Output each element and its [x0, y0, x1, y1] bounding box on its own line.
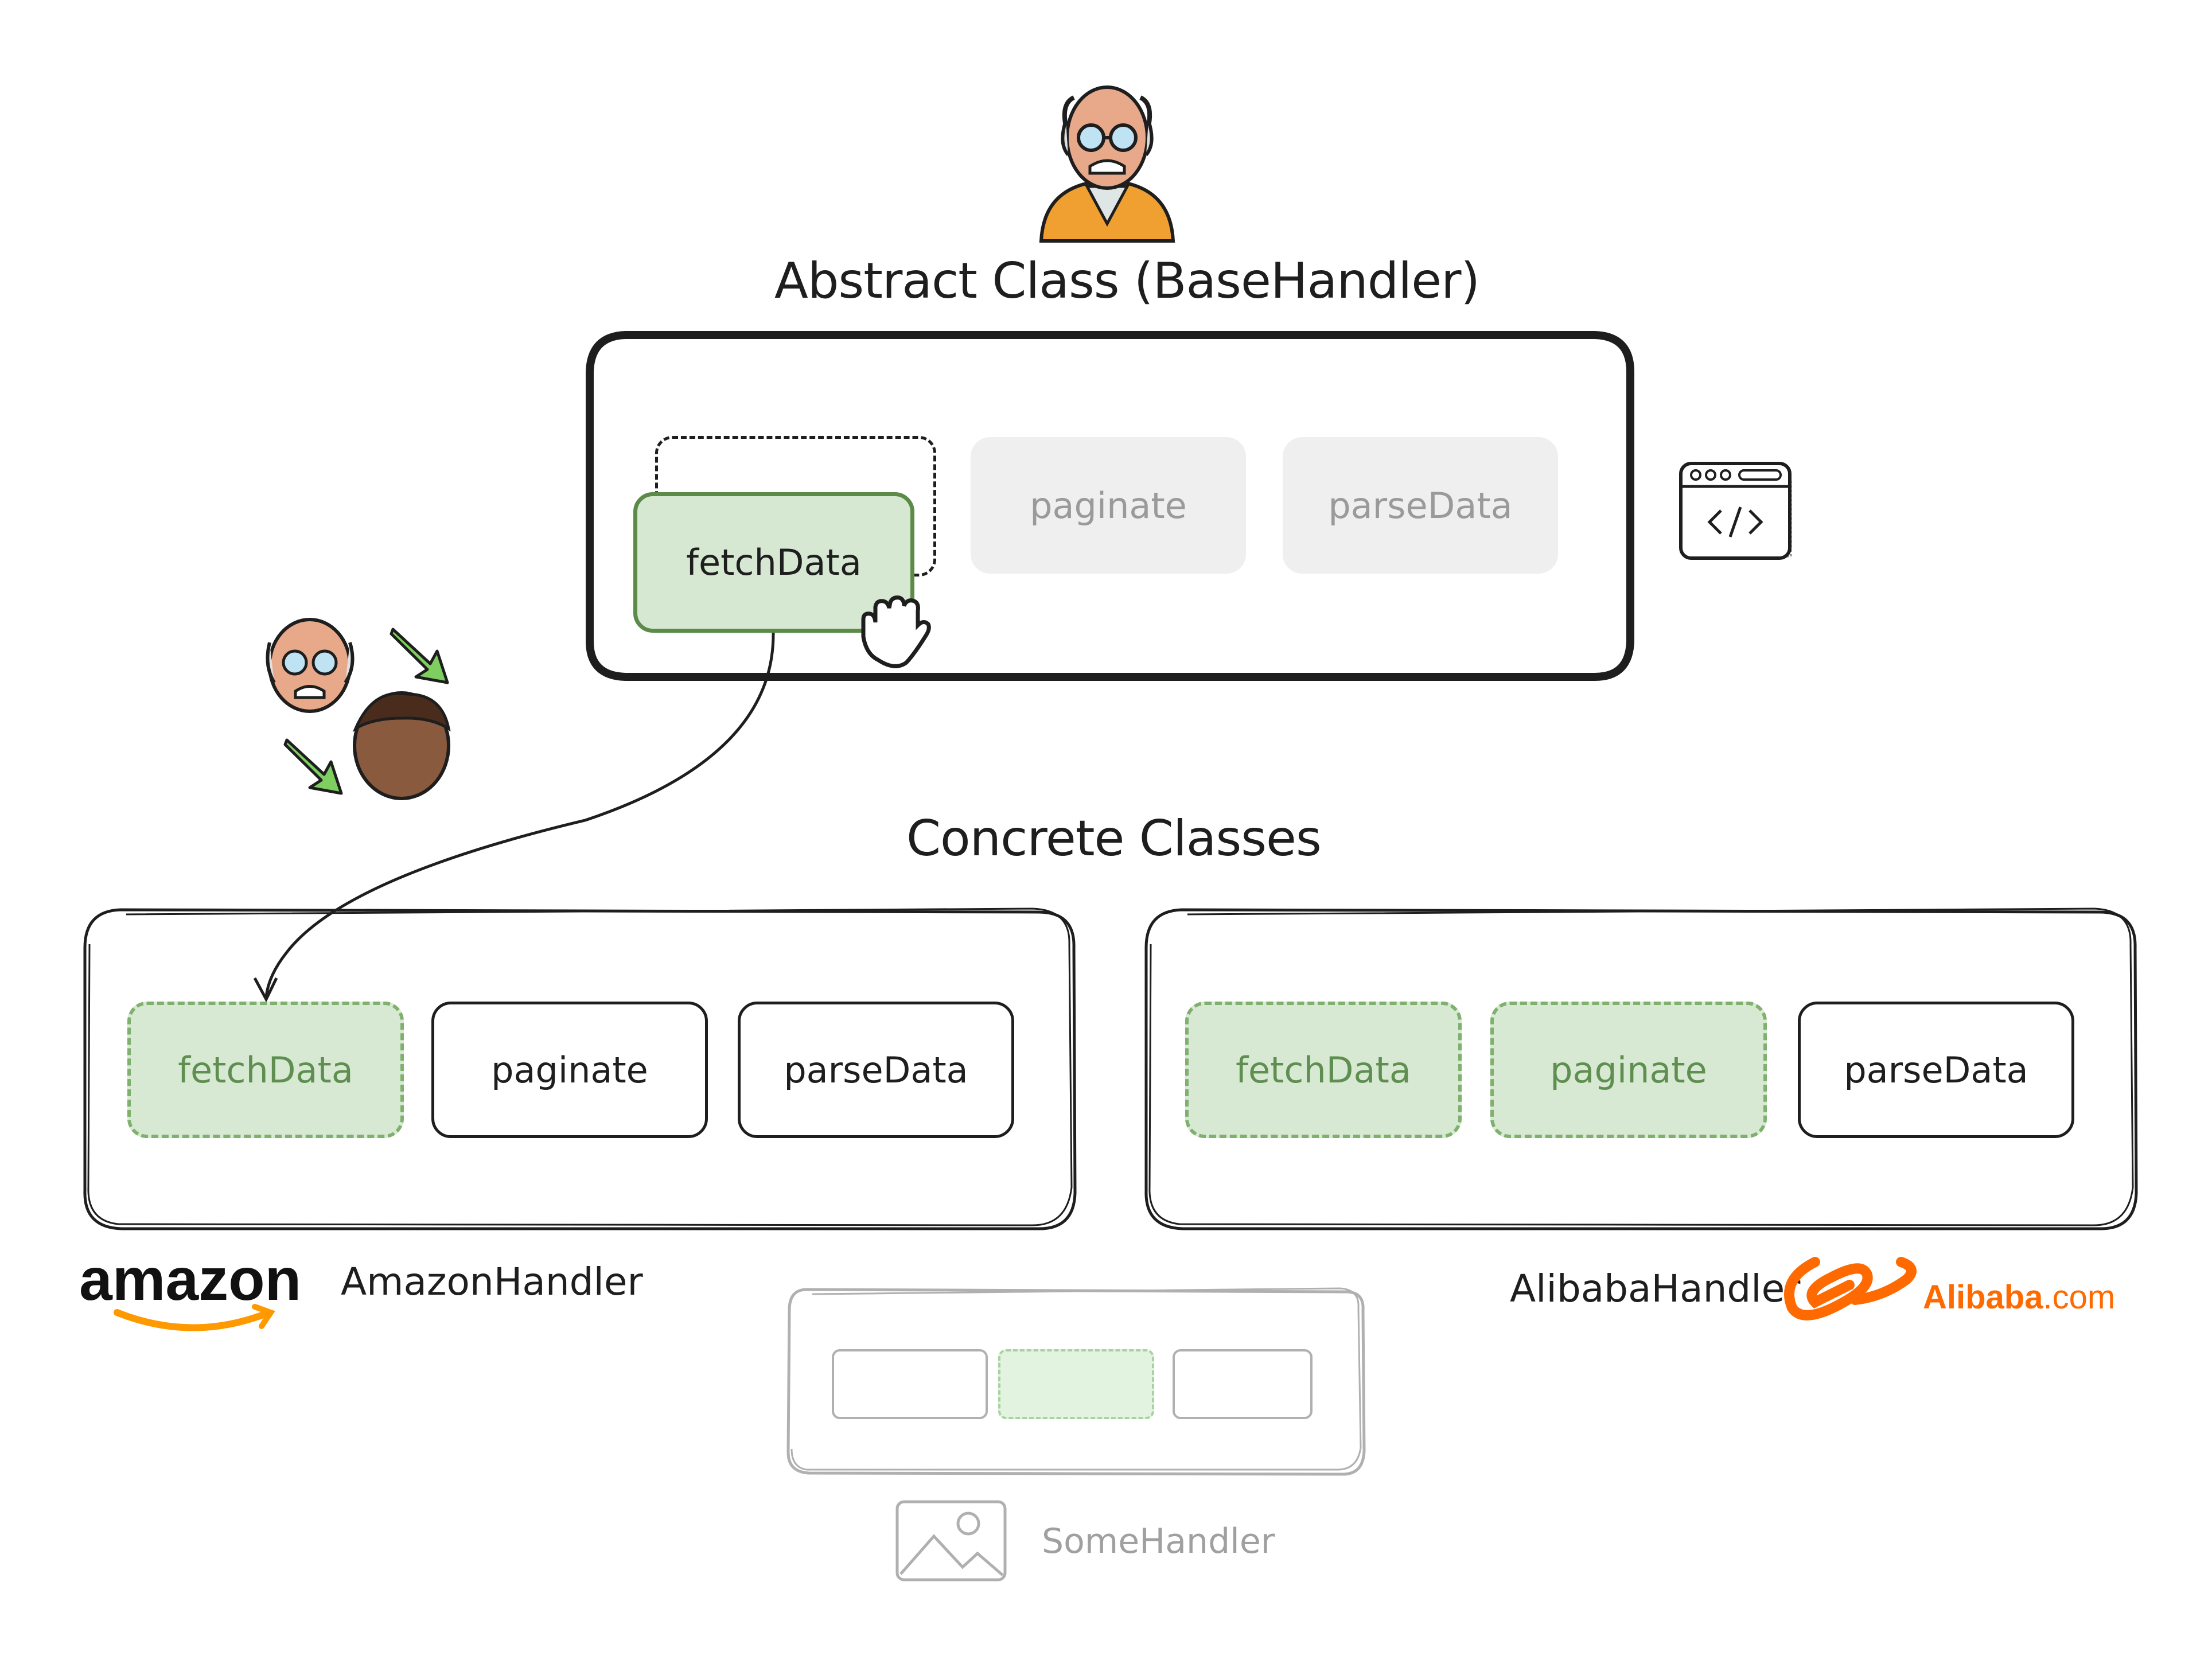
alibaba-logo	[1784, 1257, 1917, 1320]
amazon-logo: amazon	[79, 1246, 301, 1331]
abstract-class-title: Abstract Class (BaseHandler)	[774, 252, 1480, 310]
alibaba-logo-suffix: .com	[2043, 1279, 2116, 1316]
hand-cursor-icon	[861, 595, 931, 668]
abstract-method-parsedata[interactable]: parseData	[1283, 437, 1558, 574]
some-method-3	[1173, 1349, 1313, 1419]
some-class-box	[786, 1287, 1366, 1476]
svg-text:amazon: amazon	[79, 1246, 301, 1313]
alibaba-logo-text: Alibaba.com	[1923, 1278, 2115, 1316]
green-arrow-icon	[390, 628, 449, 684]
alibaba-handler-label: AlibabaHandler	[1510, 1267, 1801, 1311]
amazon-method-parsedata[interactable]: parseData	[738, 1002, 1014, 1138]
concrete-classes-title: Concrete Classes	[906, 810, 1322, 867]
alibaba-method-fetchdata[interactable]: fetchData	[1185, 1002, 1462, 1138]
some-method-2	[998, 1349, 1154, 1419]
alibaba-class-box	[1144, 907, 2138, 1230]
abstract-method-fetchdata[interactable]: fetchData	[633, 492, 914, 633]
alibaba-method-paginate[interactable]: paginate	[1490, 1002, 1767, 1138]
abstract-class-box	[586, 331, 1634, 681]
code-window-icon	[1679, 462, 1792, 560]
amazon-method-paginate[interactable]: paginate	[431, 1002, 708, 1138]
amazon-class-box	[83, 907, 1077, 1230]
green-arrow-icon	[283, 738, 343, 795]
some-method-1	[832, 1349, 988, 1419]
alibaba-logo-word: Alibaba	[1923, 1279, 2043, 1316]
image-placeholder-icon	[895, 1500, 1007, 1581]
alibaba-method-parsedata[interactable]: parseData	[1798, 1002, 2074, 1138]
some-handler-label: SomeHandler	[1042, 1521, 1275, 1561]
amazon-method-fetchdata[interactable]: fetchData	[127, 1002, 404, 1138]
abstract-method-paginate[interactable]: paginate	[971, 437, 1246, 574]
person-pair-icon	[266, 618, 451, 800]
old-man-icon	[1039, 85, 1175, 243]
amazon-handler-label: AmazonHandler	[341, 1260, 643, 1304]
